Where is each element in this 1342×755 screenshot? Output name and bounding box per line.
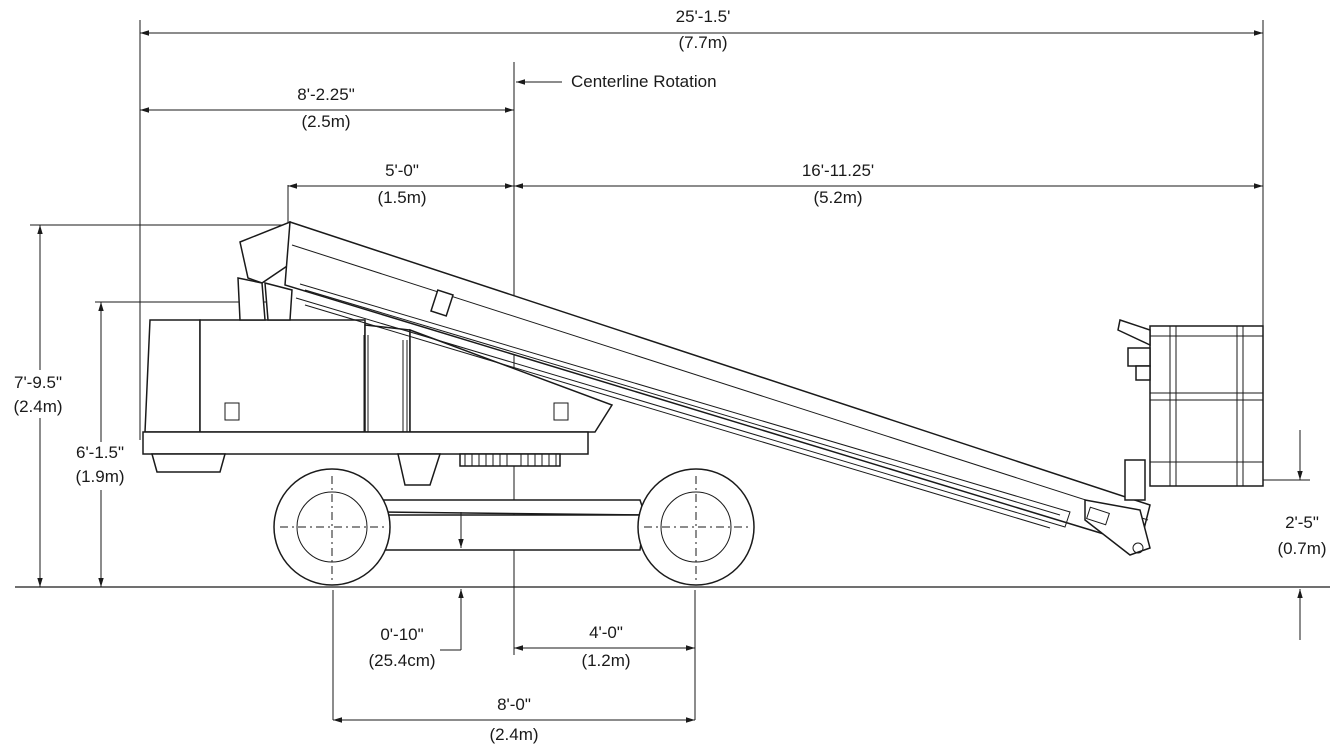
overall-length-metric: (7.7m) [678, 33, 727, 52]
tail-swing-metric: (1.5m) [377, 188, 426, 207]
extension-lines [30, 20, 1310, 720]
tail-swing-imperial: 5'-0" [385, 161, 419, 180]
centerline-to-front-axle-metric: (1.2m) [581, 651, 630, 670]
centerline-to-front-axle-imperial: 4'-0" [589, 623, 623, 642]
boom-lift-machine [142, 220, 1264, 586]
ground-clearance-imperial: 0'-10" [380, 625, 423, 644]
wheelbase-metric: (2.4m) [489, 725, 538, 744]
overall-length-imperial: 25'-1.5' [676, 7, 731, 26]
chassis-height-imperial: 6'-1.5" [76, 443, 124, 462]
platform-height-imperial: 2'-5" [1285, 513, 1319, 532]
wheelbase-imperial: 8'-0" [497, 695, 531, 714]
stowed-height-imperial: 7'-9.5" [14, 373, 62, 392]
ground-clearance-metric: (25.4cm) [368, 651, 435, 670]
platform-height-metric: (0.7m) [1277, 539, 1326, 558]
chassis-height-metric: (1.9m) [75, 467, 124, 486]
front-overhang-imperial: 16'-11.25' [802, 161, 874, 180]
front-overhang-metric: (5.2m) [813, 188, 862, 207]
rear-to-centerline-imperial: 8'-2.25" [297, 85, 354, 104]
rear-to-centerline-metric: (2.5m) [301, 112, 350, 131]
centerline-rotation-label: Centerline Rotation [571, 72, 717, 91]
stowed-height-metric: (2.4m) [13, 397, 62, 416]
